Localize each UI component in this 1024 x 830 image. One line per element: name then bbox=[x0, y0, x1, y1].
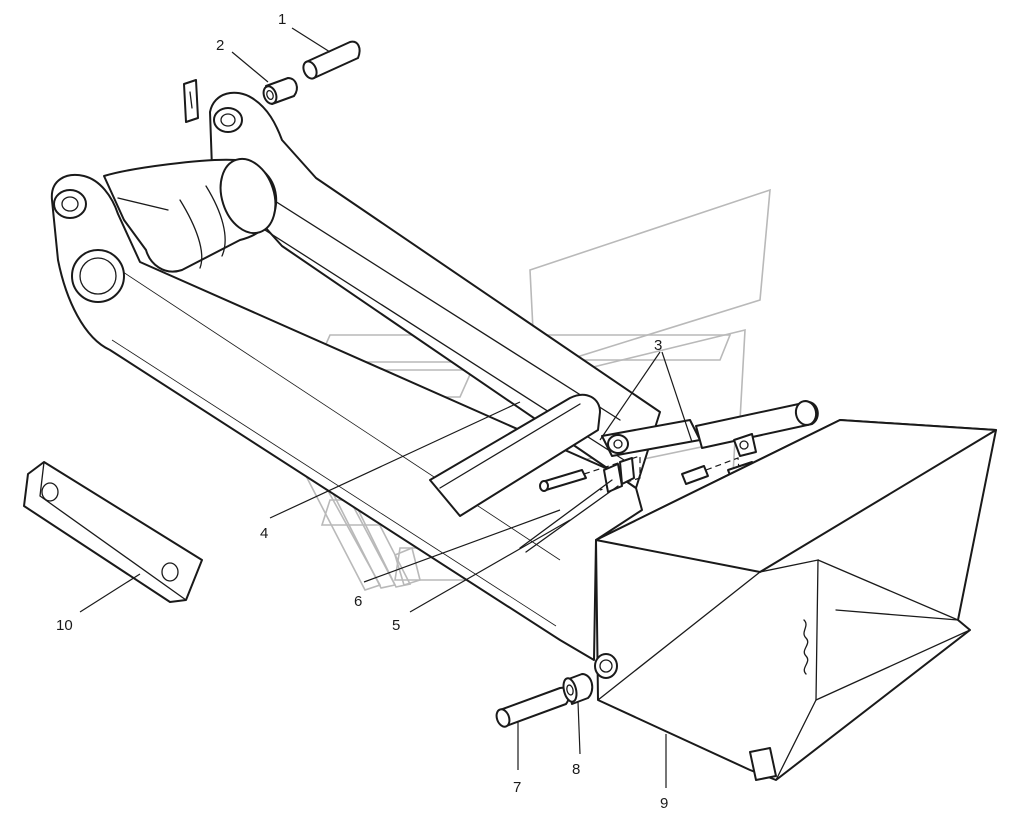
leader-lines bbox=[79, 27, 693, 788]
link-rod-part-6 bbox=[519, 479, 619, 553]
callout-2: 2 bbox=[216, 37, 224, 54]
pin-part-1 bbox=[302, 40, 361, 80]
pin-part-7 bbox=[495, 686, 570, 728]
lift-arm bbox=[50, 91, 661, 661]
callout-labels: 1 2 3 4 5 6 7 8 9 10 bbox=[56, 11, 668, 812]
bushing-part-8 bbox=[562, 673, 594, 705]
tilt-cylinder bbox=[601, 400, 819, 457]
callout-8: 8 bbox=[572, 761, 580, 778]
callout-5: 5 bbox=[392, 617, 400, 634]
callout-10: 10 bbox=[56, 617, 73, 634]
callout-3: 3 bbox=[654, 337, 662, 354]
bucket-part-9 bbox=[594, 419, 997, 781]
callout-6: 6 bbox=[354, 593, 362, 610]
callout-9: 9 bbox=[660, 795, 668, 812]
retaining-plate bbox=[183, 79, 199, 123]
link-plate-part-10 bbox=[23, 461, 203, 603]
callout-7: 7 bbox=[513, 779, 521, 796]
callout-1: 1 bbox=[278, 11, 286, 28]
bushing-part-2 bbox=[262, 77, 298, 105]
callout-4: 4 bbox=[260, 525, 268, 542]
